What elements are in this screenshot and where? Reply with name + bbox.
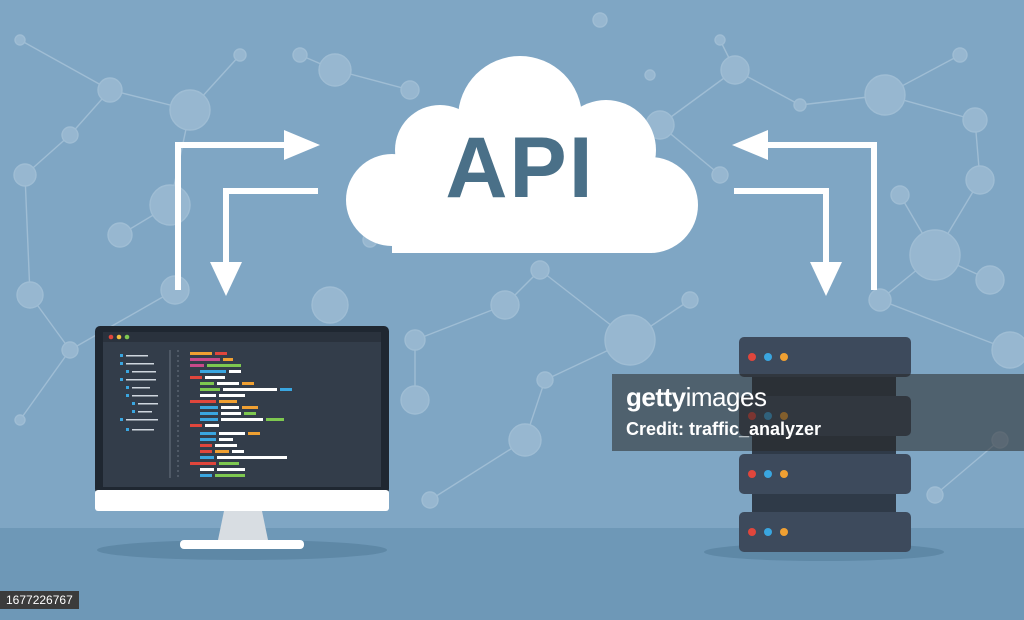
api-label: API	[445, 120, 595, 216]
file-tree	[120, 354, 158, 431]
server-unit	[739, 337, 911, 377]
image-id-badge: 1677226767	[0, 591, 79, 609]
watermark-brand-suffix: images	[685, 382, 767, 412]
arrow-head-icon	[810, 262, 842, 296]
watermark-brand: gettyimages	[626, 382, 767, 413]
arrow-icon	[175, 142, 288, 290]
watermark-credit: Credit: traffic_analyzer	[626, 419, 822, 439]
left-arrows	[175, 130, 320, 296]
watermark: gettyimages Credit: traffic_analyzer	[612, 374, 1024, 451]
monitor-shadow	[97, 540, 387, 560]
code-lines	[190, 352, 292, 477]
monitor-icon	[95, 326, 389, 549]
arrow-head-icon	[284, 130, 320, 160]
network-background	[13, 12, 1024, 509]
server-unit	[739, 454, 911, 494]
arrow-icon	[223, 188, 318, 268]
right-arrows	[732, 130, 877, 296]
server-unit	[739, 512, 911, 552]
arrow-icon	[734, 188, 829, 268]
watermark-brand-prefix: getty	[626, 382, 686, 412]
arrow-head-icon	[210, 262, 242, 296]
arrow-head-icon	[732, 130, 768, 160]
cloud-icon	[346, 56, 698, 253]
arrow-icon	[764, 142, 877, 290]
